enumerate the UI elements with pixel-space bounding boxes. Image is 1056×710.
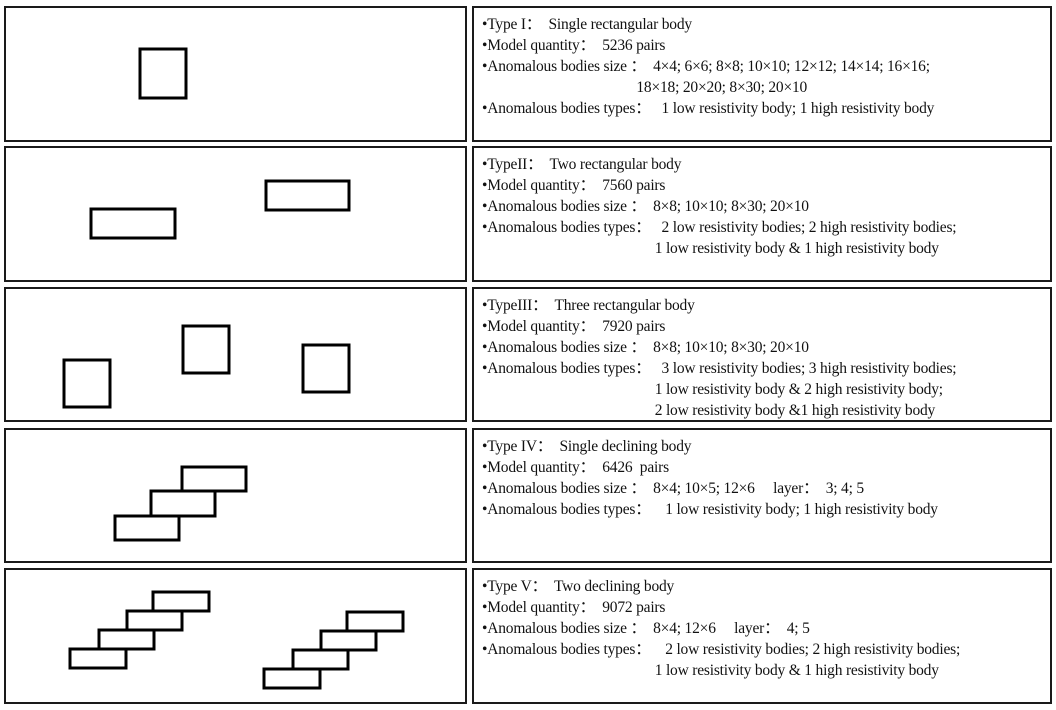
anomalous-body [181,324,231,375]
bodies-types-cont: 1 low resistivity body & 1 high resistiv… [482,240,939,257]
declining-body-layer [151,590,211,613]
declining-body-layer [68,647,128,670]
model-diagram-type-3 [4,287,467,422]
bodies-size: •Anomalous bodies size ： 8×8; 10×10; 8×3… [482,339,809,356]
declining-body-layer [125,609,184,632]
model-description-type-4: •Type IV： Single declining body •Model q… [472,428,1052,563]
declining-body-layer [97,628,156,651]
bodies-types: •Anomalous bodies types： 2 low resistivi… [482,219,957,236]
model-diagram-type-4 [4,428,467,563]
declining-body-layer [149,489,217,518]
type-title: •Type V： Two declining body [482,578,675,595]
declining-body-layer [180,465,248,493]
bodies-size: •Anomalous bodies size ： 8×8; 10×10; 8×3… [482,198,809,215]
anomalous-body [264,179,351,212]
declining-body-layer [319,629,378,652]
type-title: •TypeII： Two rectangular body [482,156,682,173]
model-diagram-type-5 [4,568,467,704]
type-title: •Type I： Single rectangular body [482,16,692,33]
anomalous-body [301,343,351,394]
type-title: •Type IV： Single declining body [482,438,692,455]
model-quantity: •Model quantity： 5236 pairs [482,37,666,54]
model-quantity: •Model quantity： 6426 pairs [482,459,669,476]
model-description-type-2: •TypeII： Two rectangular body •Model qua… [472,146,1052,282]
model-diagram-type-1 [4,6,467,142]
bodies-types-cont: 2 low resistivity body &1 high resistivi… [482,402,936,419]
model-description-type-3: •TypeIII： Three rectangular body •Model … [472,287,1052,422]
model-quantity: •Model quantity： 7560 pairs [482,177,666,194]
model-description-type-5: •Type V： Two declining body •Model quant… [472,568,1052,704]
type-title: •TypeIII： Three rectangular body [482,297,695,314]
bodies-types: •Anomalous bodies types： 3 low resistivi… [482,360,957,377]
declining-body-layer [262,667,322,690]
bodies-types: •Anomalous bodies types： 1 low resistivi… [482,100,935,117]
anomalous-body [62,358,112,409]
declining-body-layer [345,610,405,633]
bodies-types-cont: 1 low resistivity body & 2 high resistiv… [482,381,943,398]
bodies-types-cont: 1 low resistivity body & 1 high resistiv… [482,662,939,679]
anomalous-body [89,207,177,240]
model-description-type-1: •Type I： Single rectangular body •Model … [472,6,1052,142]
bodies-size: •Anomalous bodies size ： 8×4; 12×6 layer… [482,620,810,637]
bodies-types: •Anomalous bodies types： 1 low resistivi… [482,501,938,518]
bodies-size: •Anomalous bodies size ： 8×4; 10×5; 12×6… [482,480,864,497]
model-quantity: •Model quantity： 9072 pairs [482,599,666,616]
declining-body-layer [113,514,181,542]
bodies-size: •Anomalous bodies size ： 4×4; 6×6; 8×8; … [482,58,930,75]
bodies-types: •Anomalous bodies types： 2 low resistivi… [482,641,961,658]
declining-body-layer [291,648,350,671]
model-quantity: •Model quantity： 7920 pairs [482,318,666,335]
model-diagram-type-2 [4,146,467,282]
anomalous-body [138,47,188,100]
bodies-size-cont: 18×18; 20×20; 8×30; 20×10 [482,79,808,96]
